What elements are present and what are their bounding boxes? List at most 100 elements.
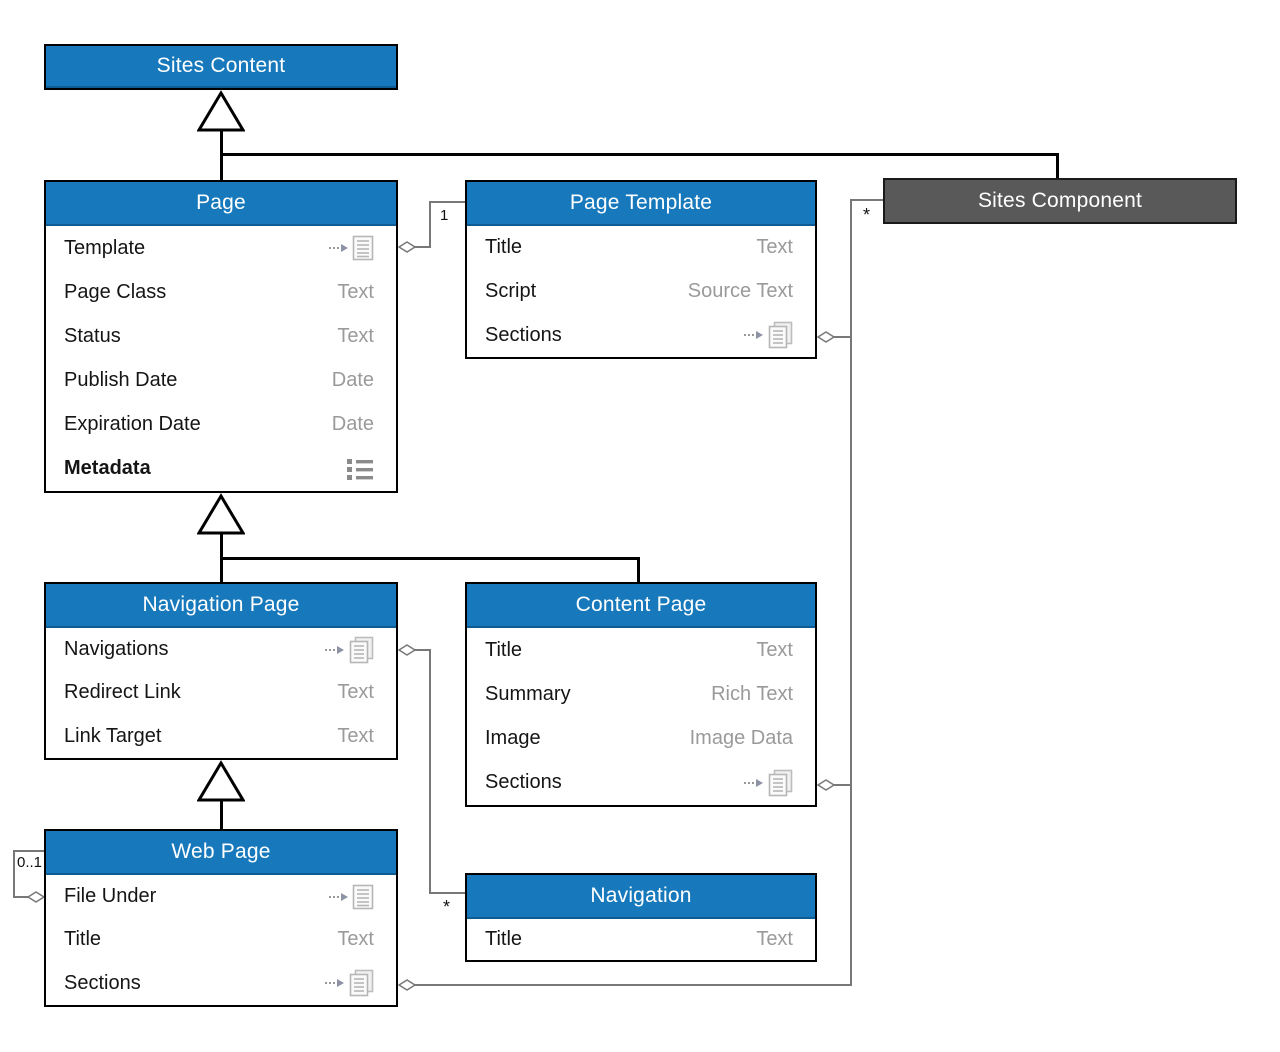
- association-line: [429, 649, 431, 894]
- field-row[interactable]: Navigations: [46, 628, 396, 671]
- field-type: Rich Text: [711, 682, 793, 705]
- association-line: [833, 336, 852, 338]
- field-row[interactable]: Expiration Date Date: [46, 403, 396, 447]
- field-type: Text: [756, 638, 793, 661]
- field-name: Title: [485, 928, 523, 950]
- field-row[interactable]: Publish Date Date: [46, 359, 396, 403]
- entity-sites-content[interactable]: Sites Content: [44, 44, 398, 90]
- field-name: Redirect Link: [64, 681, 181, 704]
- field-name: Image: [485, 727, 541, 750]
- field-row[interactable]: Summary Rich Text: [467, 672, 815, 716]
- documents-stack-icon: [768, 769, 793, 797]
- association-line: [850, 199, 852, 986]
- field-row[interactable]: Title Text: [467, 628, 815, 672]
- association-line: [429, 892, 465, 894]
- field-row[interactable]: Redirect Link Text: [46, 671, 396, 714]
- field-type: Text: [337, 280, 374, 303]
- reference-arrow-icon: [329, 884, 374, 910]
- field-name: Summary: [485, 682, 571, 705]
- field-name: Navigations: [64, 638, 169, 661]
- field-row[interactable]: Title Text: [467, 226, 815, 270]
- entity-page-template[interactable]: Page Template Title Text Script Source T…: [465, 180, 817, 359]
- association-line: [13, 896, 30, 898]
- field-name: File Under: [64, 885, 157, 908]
- aggregation-diamond-icon: [398, 644, 416, 656]
- inheritance-triangle-icon: [197, 90, 245, 132]
- field-name: Sections: [485, 771, 562, 794]
- association-line: [414, 984, 852, 986]
- entity-title: Page Template: [467, 182, 815, 226]
- inheritance-triangle-icon: [197, 760, 245, 802]
- aggregation-diamond-icon: [27, 891, 45, 903]
- multiplicity-label: 0..1: [17, 854, 43, 871]
- field-name: Title: [485, 638, 523, 661]
- association-line: [850, 199, 883, 201]
- field-row[interactable]: Sections: [46, 962, 396, 1005]
- entity-title: Navigation: [467, 875, 815, 919]
- entity-web-page[interactable]: Web Page File Under Title Text Sections: [44, 829, 398, 1007]
- association-line: [833, 784, 852, 786]
- field-name: Status: [64, 324, 121, 347]
- field-name: Expiration Date: [64, 413, 201, 436]
- generalization-line: [637, 557, 640, 582]
- reference-arrow-icon: [325, 636, 374, 664]
- generalization-line: [220, 557, 640, 560]
- generalization-line: [220, 799, 223, 829]
- field-row[interactable]: Sections: [467, 761, 815, 805]
- field-type: Image Data: [689, 727, 793, 750]
- association-line: [414, 649, 431, 651]
- field-type: Text: [756, 928, 793, 950]
- field-type: Text: [756, 236, 793, 259]
- field-type: Text: [337, 324, 374, 347]
- field-row[interactable]: Sections: [467, 313, 815, 357]
- association-line: [13, 850, 44, 852]
- field-row[interactable]: Title Text: [467, 919, 815, 960]
- documents-stack-icon: [349, 636, 374, 663]
- entity-navigation[interactable]: Navigation Title Text: [465, 873, 817, 962]
- field-name: Sections: [485, 323, 562, 346]
- field-type: Source Text: [687, 280, 793, 302]
- field-row[interactable]: Template: [46, 226, 396, 270]
- entity-sites-component[interactable]: Sites Component: [883, 178, 1237, 224]
- entity-content-page[interactable]: Content Page Title Text Summary Rich Tex…: [465, 582, 817, 807]
- entity-title: Sites Component: [885, 180, 1235, 222]
- field-name: Page Class: [64, 280, 167, 303]
- field-row[interactable]: Page Class Text: [46, 270, 396, 314]
- entity-title: Web Page: [46, 831, 396, 875]
- generalization-line: [1056, 153, 1059, 178]
- inheritance-triangle-icon: [197, 493, 245, 535]
- documents-stack-icon: [349, 970, 374, 997]
- field-row[interactable]: Title Text: [46, 918, 396, 961]
- field-row[interactable]: Metadata: [46, 447, 396, 491]
- entity-navigation-page[interactable]: Navigation Page Navigations Redirect Lin…: [44, 582, 398, 760]
- entity-title: Sites Content: [46, 46, 396, 88]
- aggregation-diamond-icon: [398, 979, 416, 991]
- multiplicity-label: 1: [440, 207, 449, 224]
- field-row[interactable]: Image Image Data: [467, 717, 815, 761]
- reference-arrow-icon: [329, 235, 374, 261]
- entity-title: Navigation Page: [46, 584, 396, 628]
- multiplicity-label: *: [863, 205, 871, 225]
- field-type: Text: [337, 724, 374, 747]
- field-row[interactable]: File Under: [46, 875, 396, 918]
- field-row[interactable]: Script Source Text: [467, 270, 815, 314]
- reference-arrow-icon: [744, 321, 793, 349]
- field-row[interactable]: Link Target Text: [46, 715, 396, 758]
- document-icon: [352, 235, 374, 261]
- field-type: Text: [337, 681, 374, 704]
- field-type: Date: [331, 413, 374, 436]
- aggregation-diamond-icon: [817, 331, 835, 343]
- aggregation-diamond-icon: [398, 241, 416, 253]
- field-name: Script: [485, 280, 537, 302]
- list-icon: [346, 457, 374, 481]
- field-name: Template: [64, 236, 146, 259]
- multiplicity-label: *: [443, 897, 451, 917]
- generalization-line: [220, 153, 1059, 156]
- field-type: Text: [337, 928, 374, 951]
- entity-page[interactable]: Page Template Page Class Text Status Tex…: [44, 180, 398, 493]
- field-row[interactable]: Status Text: [46, 314, 396, 358]
- documents-stack-icon: [768, 321, 793, 349]
- field-name: Metadata: [64, 457, 151, 480]
- field-name: Link Target: [64, 724, 162, 747]
